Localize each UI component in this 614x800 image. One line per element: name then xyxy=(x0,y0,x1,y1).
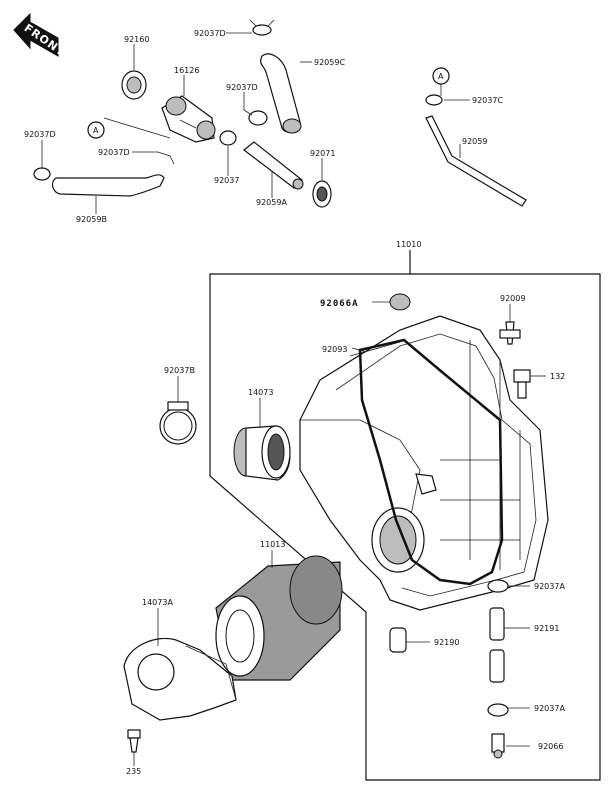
label-92037B: 92037B xyxy=(164,366,195,375)
part-92071-grommet xyxy=(312,180,332,208)
assembly-frame xyxy=(209,250,601,781)
label-92191: 92191 xyxy=(534,624,559,633)
label-92037: 92037 xyxy=(214,176,239,185)
label-92037A-top: 92037A xyxy=(534,582,565,591)
label-92037C: 92037C xyxy=(472,96,503,105)
label-11013: 11013 xyxy=(260,540,285,549)
part-132-bolt xyxy=(513,369,531,399)
part-92191-tube-upper xyxy=(489,607,505,641)
label-92009: 92009 xyxy=(500,294,525,303)
label-92059A: 92059A xyxy=(256,198,287,207)
label-11010: 11010 xyxy=(396,240,421,249)
label-14073: 14073 xyxy=(248,388,273,397)
label-235: 235 xyxy=(126,767,141,776)
part-14073A-intake-cover xyxy=(123,637,237,721)
svg-text:A: A xyxy=(93,126,99,135)
part-11013-filter-element xyxy=(215,555,343,681)
part-92037D-small-clip xyxy=(157,151,175,165)
part-92037-clamp xyxy=(219,130,237,146)
label-92160: 92160 xyxy=(124,35,149,44)
part-235-screw xyxy=(127,729,141,753)
svg-text:A: A xyxy=(438,72,444,81)
part-92066-drain-plug xyxy=(491,733,505,759)
label-92037A-bottom: 92037A xyxy=(534,704,565,713)
part-92093-gasket xyxy=(358,338,504,586)
part-92037D-clamp-left xyxy=(33,167,51,181)
callout-a-left: A xyxy=(87,121,105,139)
part-92037B-clamp xyxy=(159,401,197,445)
part-92037C-clamp xyxy=(425,94,443,106)
label-92037D-left: 92037D xyxy=(24,130,56,139)
part-92059C-hose xyxy=(260,53,302,134)
part-92190-plug xyxy=(389,627,407,653)
label-92059: 92059 xyxy=(462,137,487,146)
label-16126: 16126 xyxy=(174,66,199,75)
label-132: 132 xyxy=(550,372,565,381)
part-92059B-hose xyxy=(51,174,165,197)
part-92160-seal-ring xyxy=(121,70,147,100)
front-direction-arrow-icon: FRONT xyxy=(13,12,68,59)
label-92037D-mid: 92037D xyxy=(226,83,258,92)
part-92059A-tube xyxy=(243,141,304,190)
part-16126-valve xyxy=(161,95,216,143)
part-92066A-plug xyxy=(389,293,411,311)
part-92191-tube-lower xyxy=(489,649,505,683)
label-14073A: 14073A xyxy=(142,598,173,607)
part-92037A-clamp-top xyxy=(487,579,509,593)
label-92190: 92190 xyxy=(434,638,459,647)
part-92037D-clamp-mid xyxy=(248,110,268,126)
label-92037D-top: 92037D xyxy=(194,29,226,38)
label-92066: 92066 xyxy=(538,742,563,751)
part-92037D-clamp-top xyxy=(249,19,275,36)
part-92009-screw xyxy=(499,321,521,345)
part-14073-duct xyxy=(233,425,291,481)
callout-a-right: A xyxy=(432,67,450,85)
label-92037D-small: 92037D xyxy=(98,148,130,157)
part-92037A-clamp-bottom xyxy=(487,703,509,717)
label-92059B: 92059B xyxy=(76,215,107,224)
label-92066A: 92066A xyxy=(320,299,359,309)
label-92093: 92093 xyxy=(322,345,347,354)
label-92059C: 92059C xyxy=(314,58,345,67)
label-92071: 92071 xyxy=(310,149,335,158)
part-92059-tube xyxy=(425,115,527,207)
